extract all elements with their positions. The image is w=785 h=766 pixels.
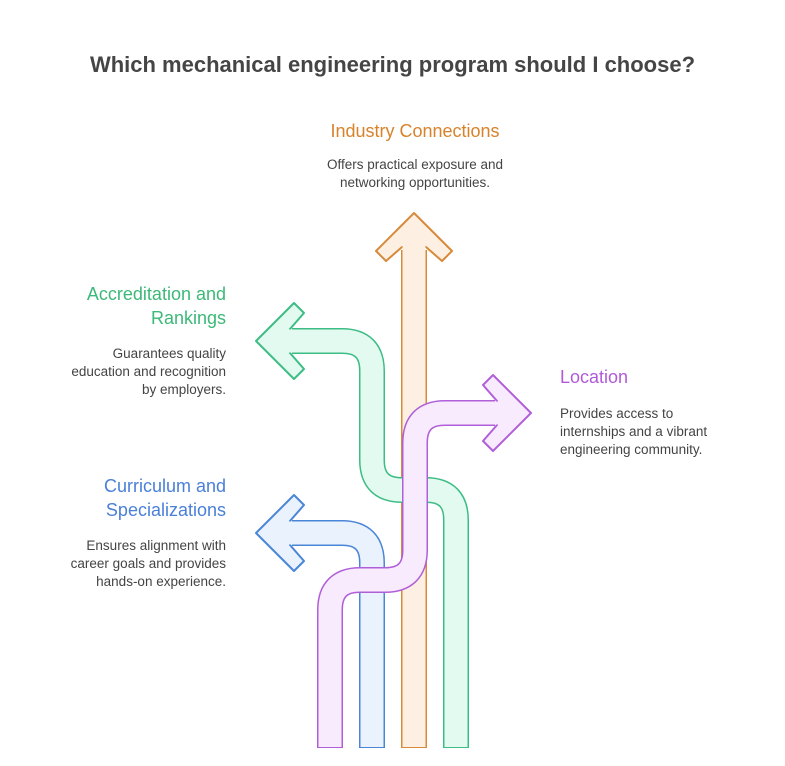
accreditation-arrow xyxy=(255,302,469,748)
location-heading: Location xyxy=(560,367,629,387)
industry-heading: Industry Connections xyxy=(330,121,500,141)
location-arrow xyxy=(317,374,532,748)
diagram-title: Which mechanical engineering program sho… xyxy=(89,52,696,77)
curriculum-arrow xyxy=(255,494,385,748)
industry-desc-line: networking opportunities. xyxy=(339,175,491,190)
accreditation-heading-line: Accreditation and xyxy=(86,284,226,304)
location-desc-line: Provides access to xyxy=(560,406,674,421)
location-description: Provides access to internships and a vib… xyxy=(560,405,770,459)
accreditation-desc-line: by employers. xyxy=(141,382,226,397)
curriculum-desc-line: Ensures alignment with xyxy=(86,538,226,553)
industry-description: Offers practical exposure and networking… xyxy=(270,156,560,192)
accreditation-desc-line: Guarantees quality xyxy=(112,346,226,361)
location-desc-line: internships and a vibrant xyxy=(560,424,708,439)
industry-desc-line: Offers practical exposure and xyxy=(326,157,504,172)
curriculum-heading-line: Curriculum and xyxy=(103,476,226,496)
accreditation-description: Guarantees quality education and recogni… xyxy=(20,345,226,399)
location-desc-line: engineering community. xyxy=(560,442,703,457)
accreditation-desc-line: education and recognition xyxy=(71,364,226,379)
curriculum-desc-line: hands-on experience. xyxy=(96,574,226,589)
curriculum-description: Ensures alignment with career goals and … xyxy=(20,537,226,591)
curriculum-heading-line: Specializations xyxy=(105,500,226,520)
accreditation-heading-line: Rankings xyxy=(150,308,226,328)
accreditation-heading: Accreditation and Rankings xyxy=(20,282,226,330)
curriculum-heading: Curriculum and Specializations xyxy=(20,474,226,522)
curriculum-desc-line: career goals and provides xyxy=(70,556,226,571)
